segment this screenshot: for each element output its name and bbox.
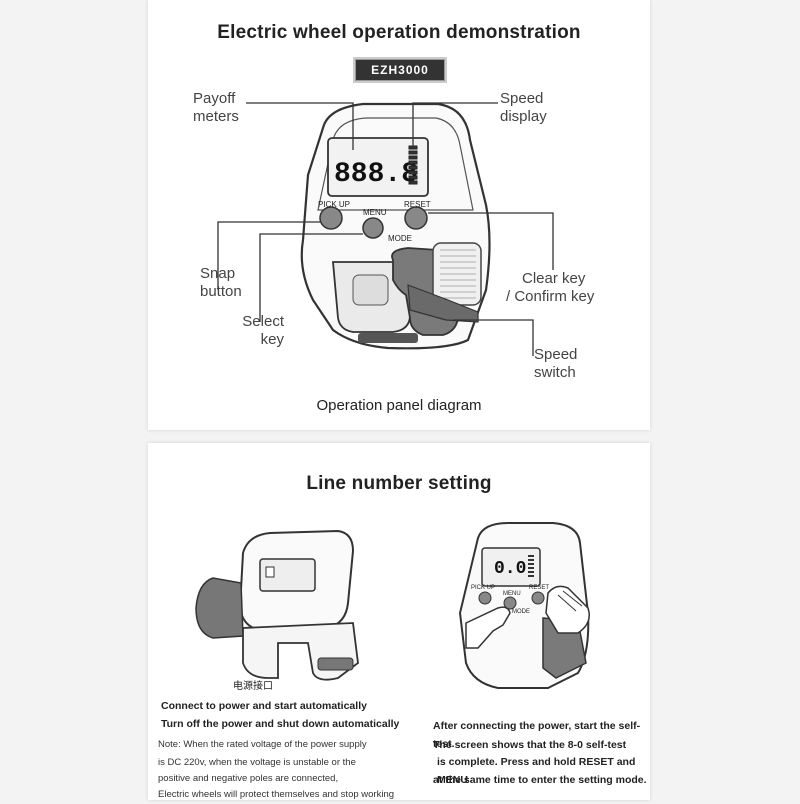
reset-button[interactable] bbox=[405, 207, 427, 229]
left-note-line1: Connect to power and start automatically bbox=[161, 697, 367, 715]
device-front-view: 0.0 PICK UP MENU RESET MODE bbox=[460, 523, 589, 688]
display-readout: 888.8 bbox=[334, 159, 418, 190]
power-port-label: 电源接口 bbox=[233, 677, 273, 692]
left-note-detail4: Electric wheels will protect themselves … bbox=[158, 786, 394, 804]
device-side-view bbox=[196, 531, 358, 680]
left-note-detail1: Note: When the rated voltage of the powe… bbox=[158, 736, 367, 754]
menu-label: MENU bbox=[363, 208, 387, 217]
menu-button[interactable] bbox=[363, 218, 383, 238]
svg-text:MENU: MENU bbox=[503, 591, 521, 597]
pickup-button[interactable] bbox=[320, 207, 342, 229]
svg-text:MODE: MODE bbox=[512, 609, 530, 615]
svg-text:RESET: RESET bbox=[529, 585, 549, 591]
left-note-line2: Turn off the power and shut down automat… bbox=[161, 715, 399, 733]
mode-label: MODE bbox=[388, 234, 412, 243]
pickup-label: PICK UP bbox=[318, 200, 350, 209]
clear-confirm-key-label: Clear key/ Confirm key bbox=[506, 270, 594, 306]
line-number-setting-card: Line number setting 0.0 PICK UP MENU RES… bbox=[148, 443, 650, 800]
setting-display-readout: 0.0 bbox=[494, 559, 526, 579]
operation-panel-card: Electric wheel operation demonstration E… bbox=[148, 0, 650, 430]
reset-label: RESET bbox=[404, 200, 431, 209]
svg-text:PICK UP: PICK UP bbox=[471, 585, 495, 591]
right-note-line4: at the same time to enter the setting mo… bbox=[433, 771, 647, 789]
panel-caption: Operation panel diagram bbox=[148, 397, 650, 414]
right-note-line2: The screen shows that the 8-0 self-test bbox=[433, 736, 626, 754]
